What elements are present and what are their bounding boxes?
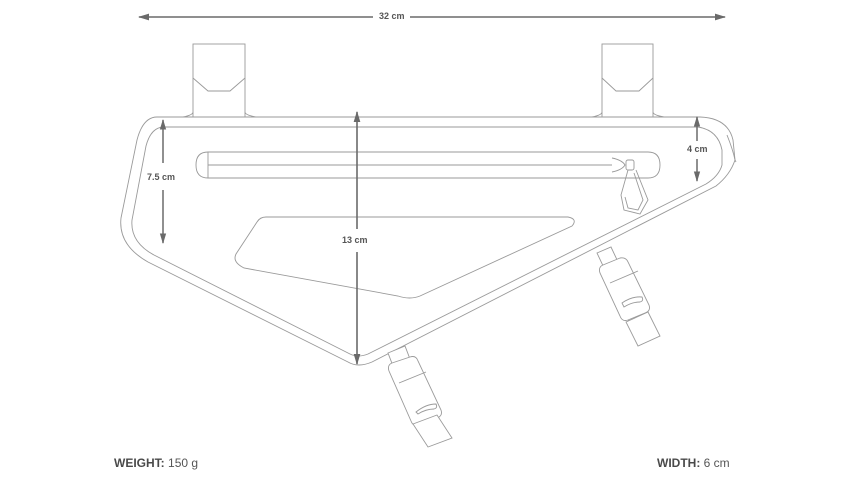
weight-value: 150 g bbox=[168, 456, 199, 470]
width-spec: WIDTH: 6 cm bbox=[657, 456, 730, 470]
width-value: 6 cm bbox=[703, 456, 730, 470]
total-height-label: 13 cm bbox=[340, 235, 370, 245]
top-strap-right bbox=[591, 43, 665, 118]
downtube-strap-rear bbox=[387, 345, 453, 448]
weight-label: WEIGHT: bbox=[114, 456, 165, 470]
width-label: WIDTH: bbox=[657, 456, 701, 470]
length-label: 32 cm bbox=[377, 11, 407, 21]
bag-body bbox=[120, 116, 737, 366]
rear-height-label: 7.5 cm bbox=[145, 172, 178, 182]
zipper-pull bbox=[620, 159, 649, 215]
front-height-label: 4 cm bbox=[685, 144, 710, 154]
inner-panel bbox=[234, 216, 575, 299]
weight-spec: WEIGHT: 150 g bbox=[114, 456, 198, 470]
zipper bbox=[195, 151, 661, 179]
top-strap-left bbox=[182, 43, 257, 118]
downtube-strap-front bbox=[596, 246, 661, 347]
